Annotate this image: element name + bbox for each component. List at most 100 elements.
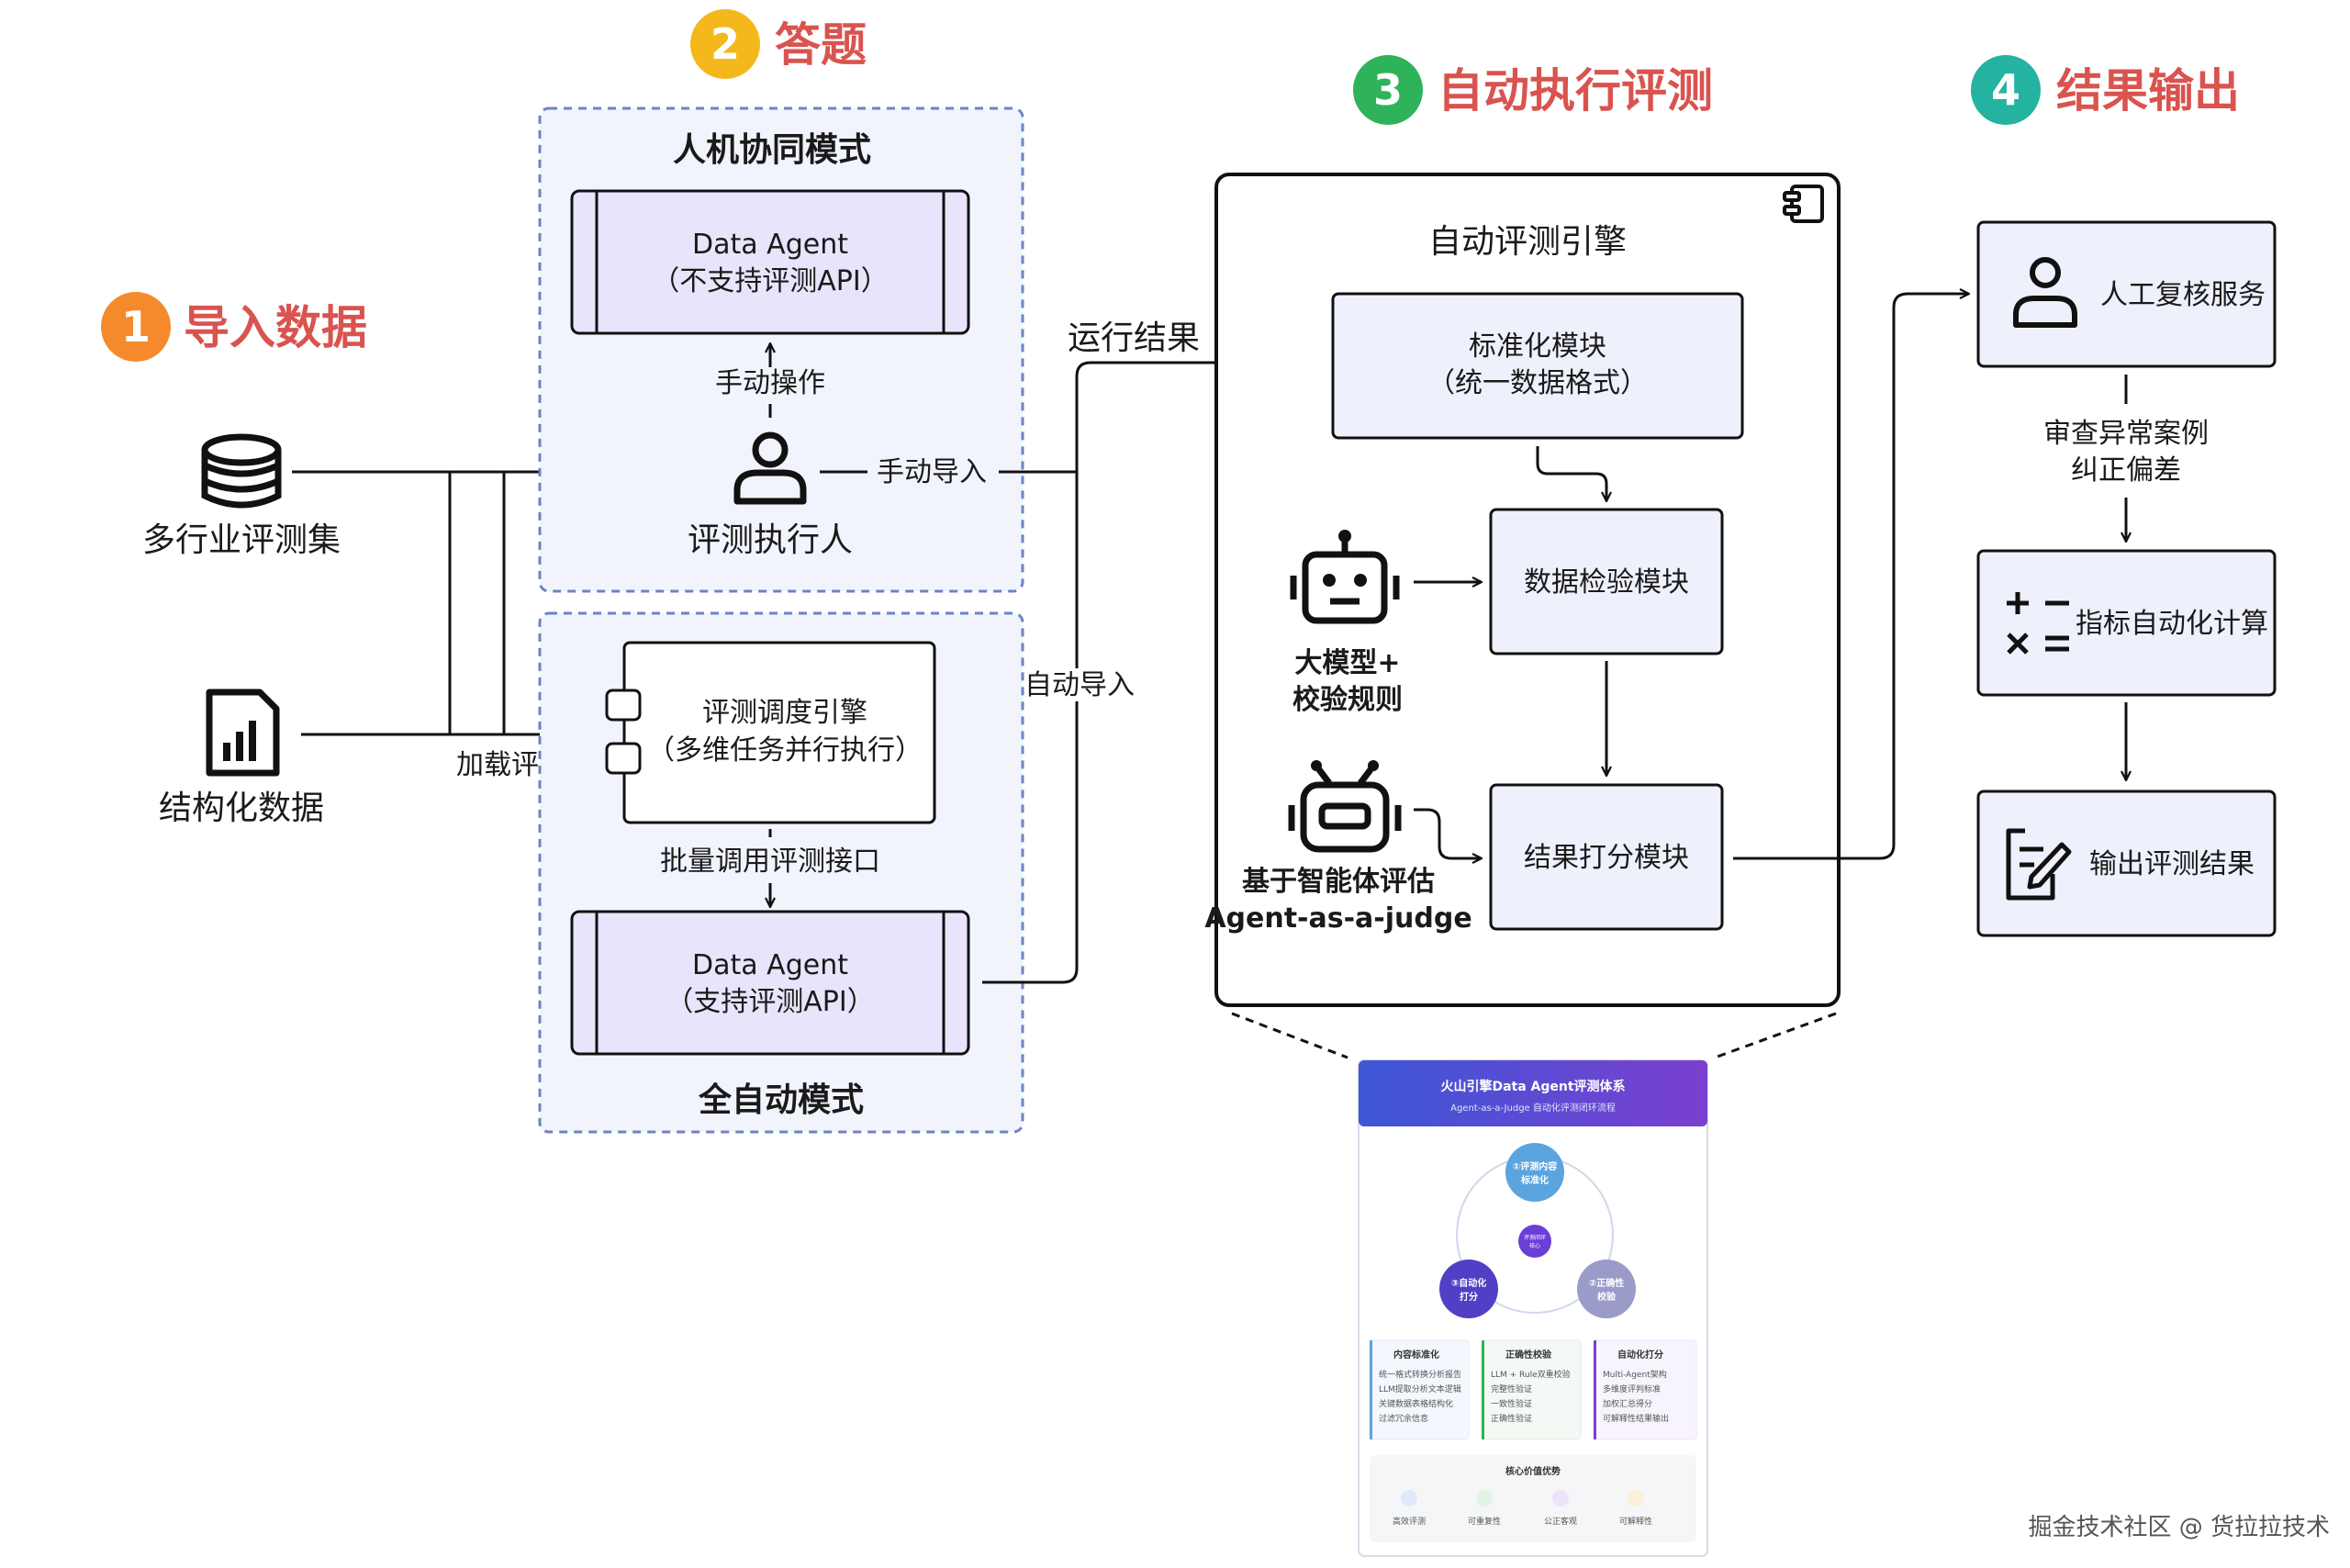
data-agent-no-api[interactable]: Data Agent （不支持评测API） [570,189,970,335]
mini-c2-l1: ②正确性 [1589,1277,1624,1289]
standardize-module[interactable]: 标准化模块 （统一数据格式） [1331,292,1744,440]
mini-col3-item4: 可解释性结果输出 [1603,1413,1669,1424]
step4-number: 4 [1991,65,2020,115]
mini-col1-item4: 过滤冗余信息 [1379,1413,1428,1424]
agent-judge-label-1: 基于智能体评估 [1242,866,1435,898]
mini-subtitle: Agent-as-a-Judge 自动化评测闭环流程 [1450,1102,1616,1114]
step3-header: 3 自动执行评测 [1353,55,1713,125]
reviewer-person-icon [2013,257,2077,328]
mini-c1-l1: ①评测内容 [1513,1160,1557,1172]
manual-review-service[interactable]: 人工复核服务 [1976,220,2277,368]
watermark: 掘金技术社区 @ 货拉拉技术 [2028,1514,2330,1541]
metric-calc-module[interactable]: 指标自动化计算 [1976,549,2277,697]
output-results-module[interactable]: 输出评测结果 [1976,790,2277,937]
mini-c2-l2: 校验 [1597,1291,1617,1303]
mini-col2-title: 正确性校验 [1505,1349,1552,1361]
step3-number: 3 [1373,65,1403,115]
mini-col2-item4: 正确性验证 [1491,1413,1532,1424]
agent-judge-label-2: Agent-as-a-judge [1204,902,1472,935]
collab-mode-title: 人机协同模式 [673,131,871,169]
step2-badge [690,9,760,79]
standardize-title: 标准化模块 [1469,330,1606,363]
step2-number: 2 [711,19,740,69]
report-edit-icon [2006,828,2072,901]
auto-import-bg [1028,668,1131,701]
check-module[interactable]: 数据检验模块 [1489,508,1724,655]
mini-c3-l1: ③自动化 [1451,1277,1486,1289]
run-result-label: 运行结果 [1068,319,1200,357]
mini-col3-item3: 加权汇总得分 [1603,1398,1652,1409]
mini-col2-item2: 完整性验证 [1491,1383,1532,1394]
robot-icon [1290,530,1400,624]
chart-document-icon [206,689,280,777]
step1-badge [101,292,171,362]
score-title: 结果打分模块 [1524,842,1689,874]
port-bottom [605,742,642,775]
mini-col3-item1: Multi-Agent架构 [1603,1369,1667,1380]
step3-title: 自动执行评测 [1438,64,1713,118]
executor-label: 评测执行人 [688,521,853,559]
review-note-1: 审查异常案例 [2043,418,2209,450]
mini-center-l1: 评测闭环 [1524,1234,1546,1241]
judge-to-score-arrow [1414,808,1482,858]
step4-title: 结果输出 [2056,64,2240,118]
mini-col2-item1: LLM + Rule双重校验 [1491,1369,1571,1380]
scheduler-title: 评测调度引擎 [702,697,867,729]
step1-title: 导入数据 [184,301,367,354]
mini-title: 火山引擎Data Agent评测体系 [1440,1079,1625,1094]
agent-judge-robot-icon [1288,760,1402,853]
llm-rules-label-1: 大模型+ [1294,647,1400,679]
mini-col1-item3: 关键数据表格结构化 [1379,1398,1453,1409]
zoom-line-left [1231,1012,1348,1059]
scheduler-engine-box[interactable]: 评测调度引擎 （多维任务并行执行） [605,641,936,824]
database-icon [201,433,282,509]
manual-import-label: 手动导入 [877,456,987,488]
executor-person-icon [733,431,807,505]
mini-col2-item3: 一致性验证 [1491,1398,1532,1409]
agent-no-api-name: Data Agent [692,229,848,261]
step2-header: 2 答题 [690,9,867,79]
mini-center-l2: 核心 [1529,1242,1540,1249]
mini-col1-item1: 统一格式转换分析报告 [1379,1369,1461,1380]
mini-col1-title: 内容标准化 [1393,1349,1439,1361]
scheduler-note: （多维任务并行执行） [647,734,923,767]
check-title: 数据检验模块 [1524,566,1689,599]
agent-no-api-note: （不支持评测API） [652,265,888,297]
overview-thumbnail: 火山引擎Data Agent评测体系 Agent-as-a-Judge 自动化评… [1358,1059,1708,1557]
score-to-review-arrow [1733,294,1969,860]
agent-api-name: Data Agent [692,949,848,981]
step4-badge [1971,55,2041,125]
output-title: 输出评测结果 [2089,848,2255,880]
review-note-2: 纠正偏差 [2071,454,2181,487]
auto-mode-title: 全自动模式 [698,1081,864,1119]
collab-mode-region [538,106,1024,593]
component-icon [1783,185,1824,223]
mini-c3-l2: 打分 [1460,1291,1478,1303]
agent-api-note: （支持评测API） [666,986,874,1018]
data-agent-with-api[interactable]: Data Agent （支持评测API） [570,910,970,1056]
mini-col3-title: 自动化打分 [1617,1349,1663,1361]
mini-value-title: 核心价值优势 [1505,1465,1561,1477]
port-top [605,689,642,722]
mini-col3-item2: 多维度评判标准 [1603,1383,1661,1394]
mini-col1-item2: LLM提取分析文本逻辑 [1379,1383,1461,1394]
manual-op-label: 手动操作 [715,367,825,399]
step3-badge [1353,55,1423,125]
auto-import-label: 自动导入 [1024,669,1135,701]
batch-call-label: 批量调用评测接口 [660,846,880,878]
metric-calc-title: 指标自动化计算 [2076,608,2268,640]
engine-title: 自动评测引擎 [1428,223,1627,261]
step4-header: 4 结果输出 [1971,55,2240,125]
score-module[interactable]: 结果打分模块 [1489,783,1724,931]
mini-c1-l2: 标准化 [1520,1174,1549,1186]
step1-header: 1 导入数据 [101,292,367,362]
std-to-check-arrow [1536,446,1606,501]
mini-value-3: 公正客观 [1544,1516,1577,1527]
zoom-line-right [1714,1012,1837,1059]
mini-value-2: 可重复性 [1468,1516,1501,1527]
structured-data-label: 结构化数据 [159,790,324,827]
step1-number: 1 [121,302,151,352]
calculator-icon [2007,592,2069,655]
